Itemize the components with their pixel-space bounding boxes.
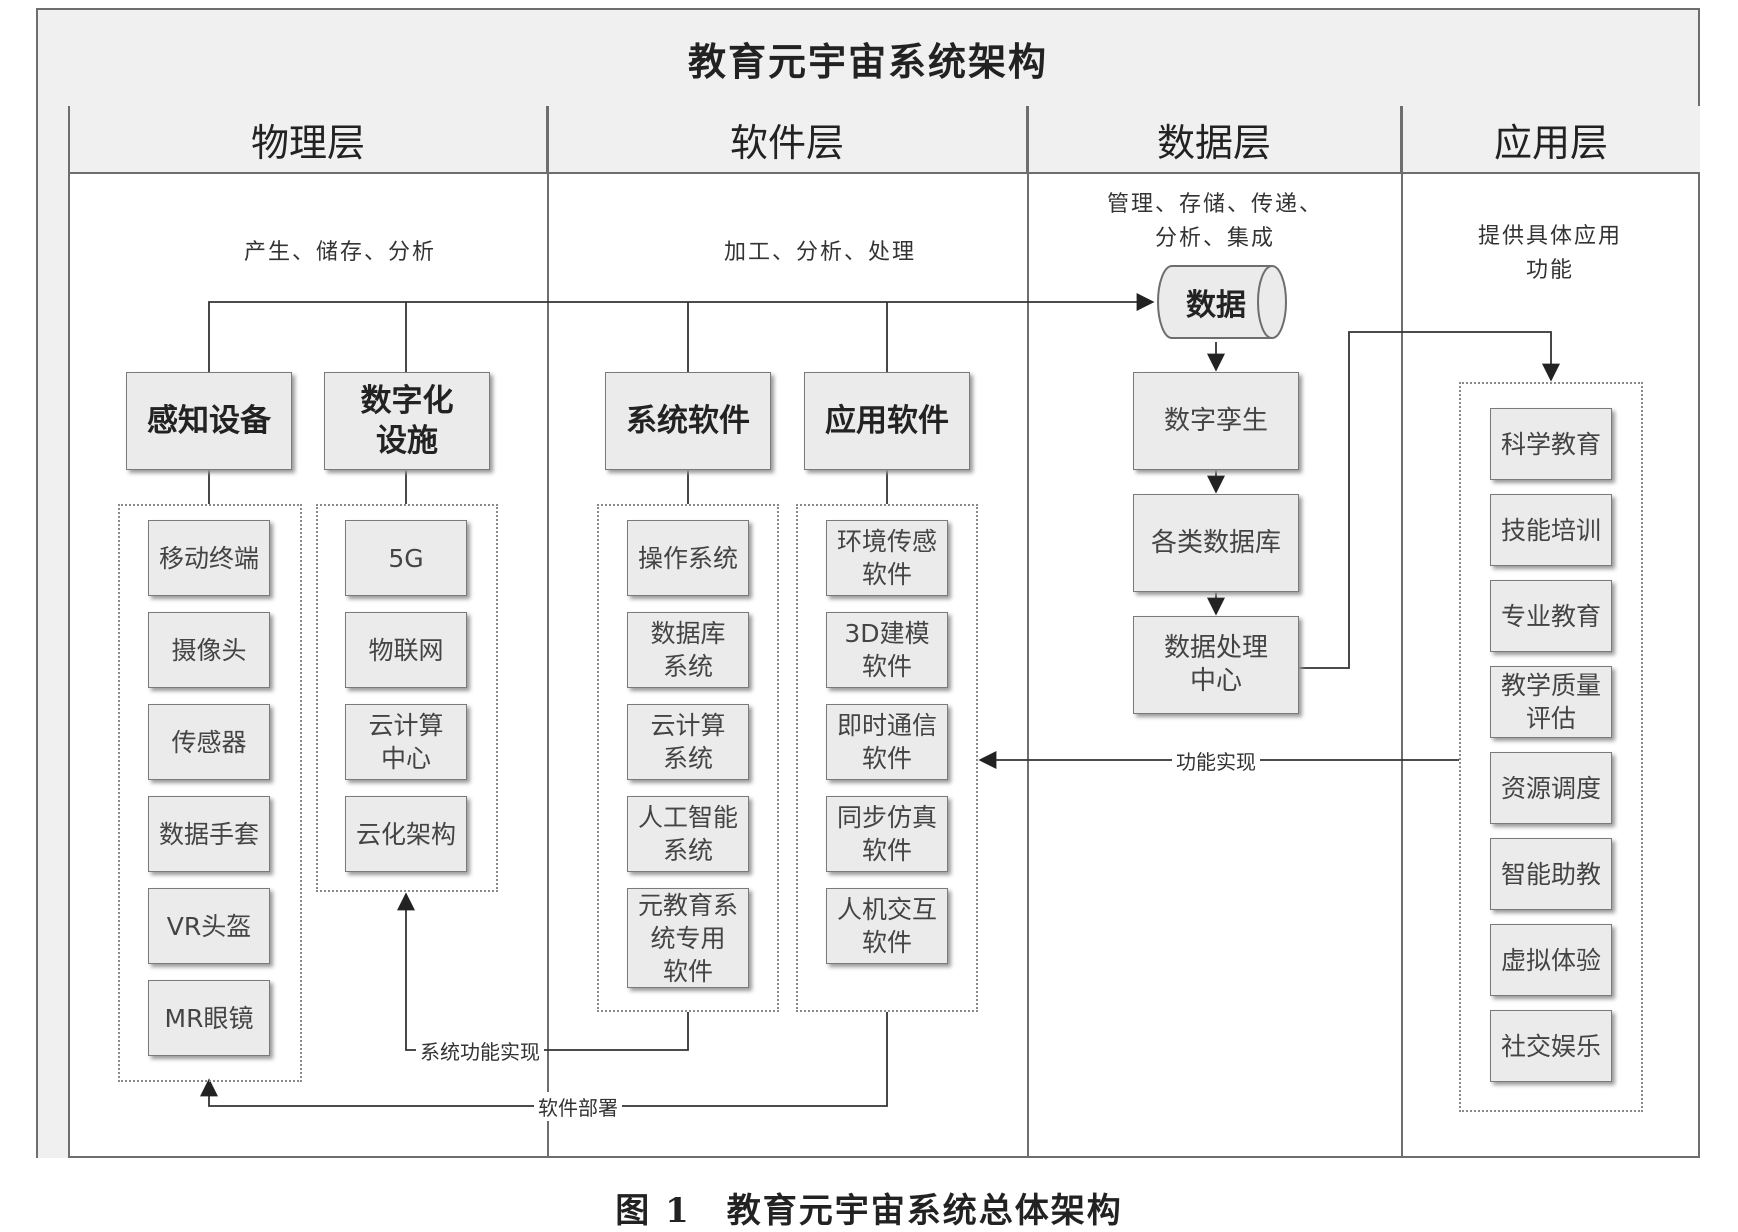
software-item: 环境传感 软件 <box>826 520 948 596</box>
software-deploy-label: 软件部署 <box>534 1092 622 1121</box>
data-processing-center-box: 数据处理 中心 <box>1133 616 1299 714</box>
software-item: 人机交互 软件 <box>826 888 948 964</box>
function-impl-label: 功能实现 <box>1172 746 1260 775</box>
databases-box: 各类数据库 <box>1133 494 1299 592</box>
database-cylinder-icon <box>1157 265 1287 339</box>
application-item: 技能培训 <box>1490 494 1612 566</box>
physical-item: MR眼镜 <box>148 980 270 1056</box>
lane-divider <box>547 106 549 1158</box>
application-item: 专业教育 <box>1490 580 1612 652</box>
physical-item: 物联网 <box>345 612 467 688</box>
software-item: 操作系统 <box>627 520 749 596</box>
application-item: 智能助教 <box>1490 838 1612 910</box>
side-strip <box>36 106 70 1158</box>
software-item: 数据库 系统 <box>627 612 749 688</box>
lane-desc-data: 管理、存储、传递、 分析、集成 <box>1106 192 1323 251</box>
physical-item: 云化架构 <box>345 796 467 872</box>
physical-item: 数据手套 <box>148 796 270 872</box>
software-item: 3D建模 软件 <box>826 612 948 688</box>
software-item: 即时通信 软件 <box>826 704 948 780</box>
software-item: 云计算 系统 <box>627 704 749 780</box>
application-item: 虚拟体验 <box>1490 924 1612 996</box>
physical-item: 云计算 中心 <box>345 704 467 780</box>
system-software-group <box>597 504 779 1012</box>
physical-item: 传感器 <box>148 704 270 780</box>
physical-item: 摄像头 <box>148 612 270 688</box>
physical-item: 移动终端 <box>148 520 270 596</box>
lane-header-software: 软件层 <box>548 106 1028 174</box>
application-item: 教学质量 评估 <box>1490 666 1612 738</box>
lane-header-data: 数据层 <box>1028 106 1402 174</box>
application-item: 社交娱乐 <box>1490 1010 1612 1082</box>
system-software-box: 系统软件 <box>605 372 771 470</box>
software-item: 人工智能 系统 <box>627 796 749 872</box>
digital-infrastructure-group <box>316 504 498 892</box>
physical-item: 5G <box>345 520 467 596</box>
lane-desc-application: 提供具体应用 功能 <box>1477 224 1622 283</box>
figure-caption: 图 1 教育元宇宙系统总体架构 <box>615 1191 1123 1231</box>
sensing-devices-box: 感知设备 <box>126 372 292 470</box>
lane-divider <box>1401 106 1403 1158</box>
sensing-devices-group <box>118 504 302 1082</box>
application-item: 资源调度 <box>1490 752 1612 824</box>
software-item: 同步仿真 软件 <box>826 796 948 872</box>
digital-twin-box: 数字孪生 <box>1133 372 1299 470</box>
lane-header-physical: 物理层 <box>70 106 548 174</box>
data-cylinder-label: 数据 <box>1186 288 1246 323</box>
application-item: 科学教育 <box>1490 408 1612 480</box>
system-function-impl-label: 系统功能实现 <box>416 1036 544 1065</box>
software-item: 元教育系 统专用 软件 <box>627 888 749 988</box>
application-group <box>1459 382 1643 1112</box>
digital-infrastructure-box: 数字化 设施 <box>324 372 490 470</box>
lane-divider <box>1027 106 1029 1158</box>
diagram-title: 教育元宇宙系统架构 <box>36 8 1700 108</box>
lane-desc-physical: 产生、储存、分析 <box>243 240 436 265</box>
application-software-group <box>796 504 978 1012</box>
lane-desc-software: 加工、分析、处理 <box>723 240 916 265</box>
application-software-box: 应用软件 <box>804 372 970 470</box>
lane-header-application: 应用层 <box>1402 106 1700 174</box>
physical-item: VR头盔 <box>148 888 270 964</box>
